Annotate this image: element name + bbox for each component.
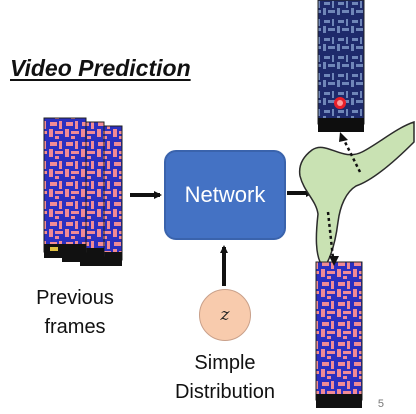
previous-frames-caption: Previous frames bbox=[36, 287, 114, 338]
page-number: 5 bbox=[377, 398, 384, 410]
slide-title: Video Prediction bbox=[10, 55, 191, 81]
distribution-blob-icon bbox=[298, 120, 415, 270]
network-box: Network bbox=[164, 150, 286, 240]
z-label: z bbox=[220, 305, 230, 325]
previous-frame-front bbox=[43, 117, 87, 258]
predicted-frame-bottom-icon bbox=[315, 261, 363, 408]
simple-distribution-caption: Simple Distribution bbox=[174, 352, 276, 403]
previous-frames-icon bbox=[43, 117, 123, 266]
network-label: Network bbox=[184, 182, 266, 207]
dotted-arrow-to-bottom-frame bbox=[326, 211, 335, 259]
latent-z-circle: z bbox=[199, 289, 251, 341]
predicted-frame-top-icon bbox=[317, 0, 365, 132]
